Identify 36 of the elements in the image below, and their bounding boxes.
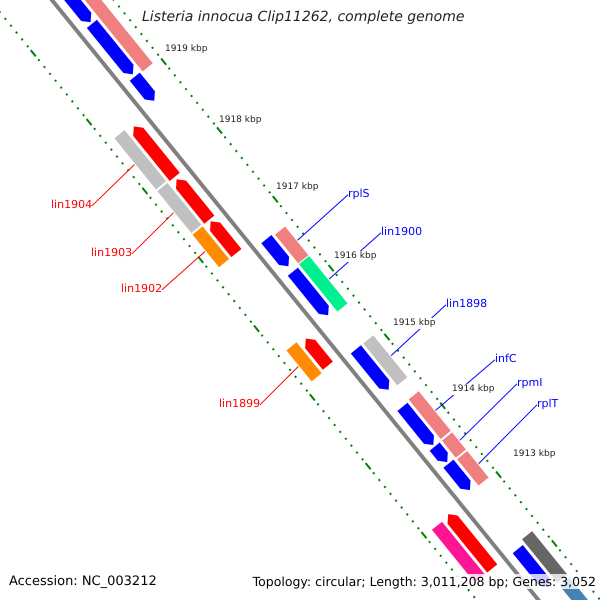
gene-bar bbox=[408, 391, 451, 439]
kbp-label: 1916 kbp bbox=[334, 251, 376, 262]
gene-bar bbox=[457, 451, 489, 486]
gene-label: rplS bbox=[348, 187, 370, 200]
leader-line bbox=[162, 251, 206, 290]
gene-label: lin1900 bbox=[381, 225, 422, 238]
leader-line bbox=[132, 212, 174, 254]
gene-bar bbox=[286, 342, 322, 382]
kbp-label: 1914 kbp bbox=[452, 384, 494, 395]
gene-bar bbox=[114, 130, 166, 190]
gene-bar bbox=[157, 182, 202, 233]
accession-text: Accession: NC_003212 bbox=[9, 574, 157, 590]
leader-line bbox=[92, 164, 135, 206]
kbp-label: 1917 kbp bbox=[276, 182, 318, 193]
gene-label: infC bbox=[495, 352, 517, 366]
gene-bar bbox=[363, 335, 408, 386]
gene-bar bbox=[275, 226, 308, 264]
gene-label: rpmI bbox=[517, 376, 542, 390]
kbp-label: 1918 kbp bbox=[219, 115, 262, 126]
leader-line bbox=[260, 366, 299, 406]
gene-bar bbox=[442, 432, 466, 458]
gene-bar bbox=[192, 226, 230, 268]
leader-line bbox=[297, 194, 348, 241]
gene-label: lin1903 bbox=[91, 246, 132, 260]
title: Listeria innocua Clip11262, complete genome bbox=[142, 9, 464, 26]
leader-line bbox=[459, 383, 518, 441]
kbp-label: 1915 kbp bbox=[393, 318, 436, 329]
genome-info-text: Topology: circular; Length: 3,011,208 bp; Genes: 3,052 bbox=[252, 574, 596, 589]
leader-line bbox=[478, 404, 538, 464]
kbp-label: 1919 kbp bbox=[165, 44, 208, 55]
gene-label: lin1904 bbox=[51, 198, 92, 212]
gene-label: rplT bbox=[537, 397, 558, 410]
kbp-label: 1913 kbp bbox=[513, 449, 556, 460]
gene-label: lin1899 bbox=[219, 397, 260, 410]
gene-label: lin1902 bbox=[121, 282, 162, 296]
gene-label: lin1898 bbox=[446, 297, 488, 310]
